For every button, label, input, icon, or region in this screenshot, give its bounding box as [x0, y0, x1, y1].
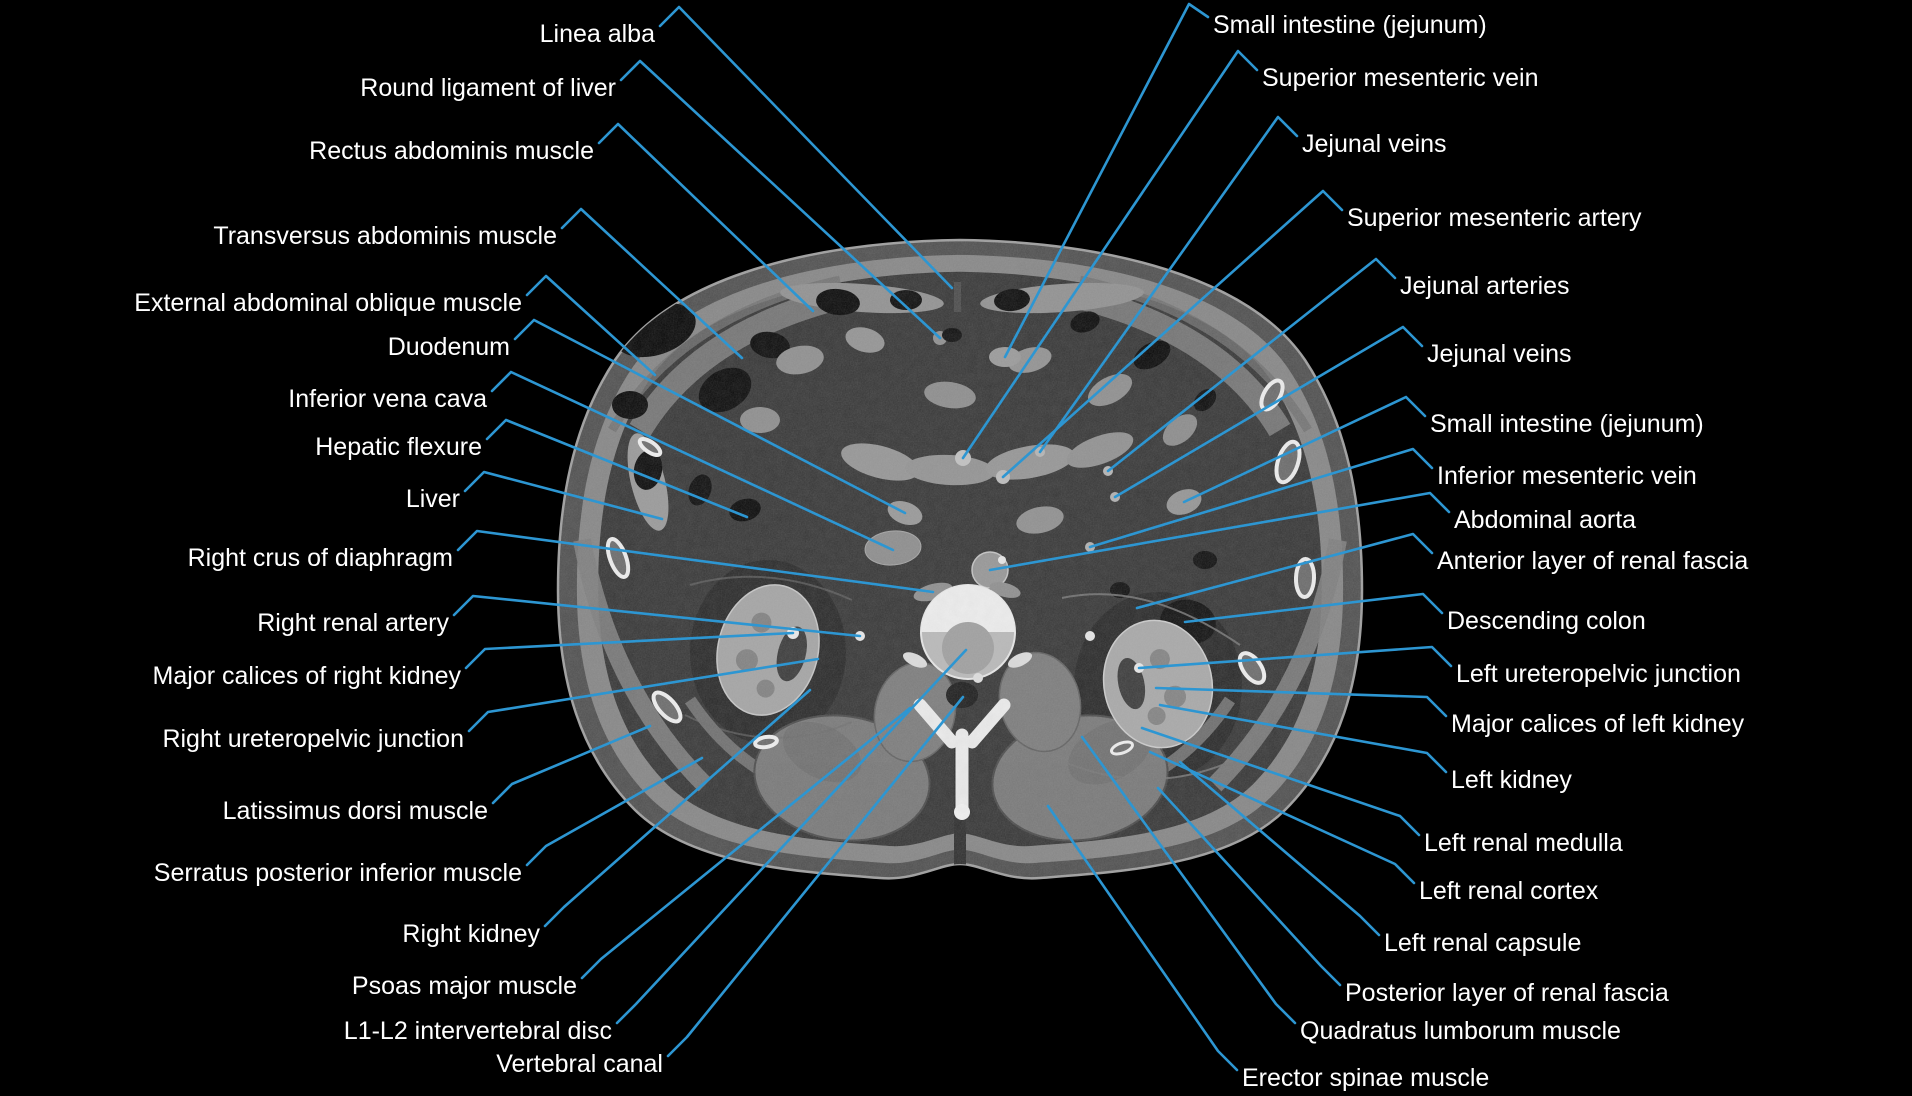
leader-line [666, 695, 965, 1058]
anatomy-label[interactable]: Descending colon [1447, 607, 1646, 635]
leader-line [1183, 592, 1444, 624]
anatomy-label[interactable]: Left renal capsule [1384, 929, 1581, 957]
anatomy-label[interactable]: Left renal medulla [1424, 829, 1623, 857]
anatomy-label[interactable]: Jejunal veins [1302, 130, 1447, 158]
leader-line [597, 122, 815, 313]
leader-line [1148, 750, 1416, 885]
leader-line [543, 688, 812, 928]
leader-line [456, 529, 935, 594]
leader-line [1001, 189, 1344, 479]
leader-line [1038, 115, 1299, 454]
anatomy-label[interactable]: Transversus abdominis muscle [213, 222, 557, 250]
leader-line [1140, 726, 1421, 837]
leader-line [1106, 257, 1397, 473]
leader-line [513, 318, 907, 515]
anatomy-label[interactable]: Abdominal aorta [1454, 506, 1636, 534]
anatomy-label[interactable]: Small intestine (jejunum) [1213, 11, 1487, 39]
leader-line [463, 470, 664, 521]
leader-line [1158, 703, 1448, 774]
leader-line [1178, 760, 1381, 937]
leader-line [1113, 325, 1424, 499]
leader-line [464, 631, 795, 670]
leader-line [988, 491, 1451, 572]
leader-line [961, 49, 1259, 460]
leader-line [485, 418, 749, 519]
anatomy-label[interactable]: Vertebral canal [496, 1050, 663, 1078]
leader-line [1080, 735, 1297, 1025]
anatomy-label[interactable]: Jejunal arteries [1400, 272, 1570, 300]
leader-line [580, 706, 912, 980]
leader-line [619, 59, 942, 340]
leader-line [452, 594, 862, 638]
leader-line [525, 756, 704, 867]
anatomy-label[interactable]: Round ligament of liver [360, 74, 616, 102]
anatomy-label[interactable]: Duodenum [388, 333, 510, 361]
anatomy-label[interactable]: Major calices of left kidney [1451, 710, 1745, 738]
anatomy-label[interactable]: Small intestine (jejunum) [1430, 410, 1704, 438]
anatomy-label[interactable]: Right ureteropelvic junction [162, 725, 464, 753]
leader-line [1046, 804, 1239, 1072]
leader-line [1003, 2, 1210, 359]
anatomy-label[interactable]: Psoas major muscle [352, 972, 577, 1000]
leader-line [490, 370, 895, 552]
leader-line [560, 207, 744, 360]
anatomy-label[interactable]: Major calices of right kidney [153, 662, 462, 690]
anatomy-label[interactable]: Erector spinae muscle [1242, 1064, 1489, 1092]
anatomy-label[interactable]: Right kidney [402, 920, 540, 948]
leader-line [1135, 532, 1434, 610]
leader-line [491, 724, 652, 805]
anatomy-label[interactable]: Quadratus lumborum muscle [1300, 1017, 1621, 1045]
anatomy-label[interactable]: Rectus abdominis muscle [309, 137, 594, 165]
anatomy-label[interactable]: Superior mesenteric artery [1347, 204, 1642, 232]
anatomy-label[interactable]: Anterior layer of renal fascia [1437, 547, 1748, 575]
anatomy-label[interactable]: Posterior layer of renal fascia [1345, 979, 1669, 1007]
leader-line [1154, 686, 1448, 718]
anatomy-label[interactable]: Left ureteropelvic junction [1456, 660, 1741, 688]
anatomy-label[interactable]: Jejunal veins [1427, 340, 1572, 368]
anatomy-label[interactable]: Left kidney [1451, 766, 1572, 794]
anatomy-label[interactable]: Liver [406, 485, 460, 513]
anatomy-label[interactable]: External abdominal oblique muscle [134, 289, 522, 317]
leader-line [658, 5, 954, 290]
leader-line [1182, 395, 1427, 504]
leader-line [1137, 645, 1453, 670]
anatomy-label[interactable]: Left renal cortex [1419, 877, 1599, 905]
anatomy-label[interactable]: Right crus of diaphragm [188, 544, 453, 572]
anatomy-label[interactable]: Inferior vena cava [288, 385, 487, 413]
anatomy-label[interactable]: L1-L2 intervertebral disc [344, 1017, 612, 1045]
anatomy-label[interactable]: Linea alba [540, 20, 655, 48]
leader-line [1156, 786, 1342, 987]
anatomy-label[interactable]: Serratus posterior inferior muscle [154, 859, 522, 887]
anatomy-label[interactable]: Latissimus dorsi muscle [223, 797, 488, 825]
anatomy-label[interactable]: Right renal artery [257, 609, 449, 637]
leader-line [1088, 447, 1434, 549]
leader-line [467, 657, 820, 733]
leader-line [615, 648, 968, 1025]
leader-line [525, 274, 657, 377]
anatomy-label[interactable]: Inferior mesenteric vein [1437, 462, 1697, 490]
anatomy-label[interactable]: Superior mesenteric vein [1262, 64, 1539, 92]
anatomy-label[interactable]: Hepatic flexure [315, 433, 482, 461]
